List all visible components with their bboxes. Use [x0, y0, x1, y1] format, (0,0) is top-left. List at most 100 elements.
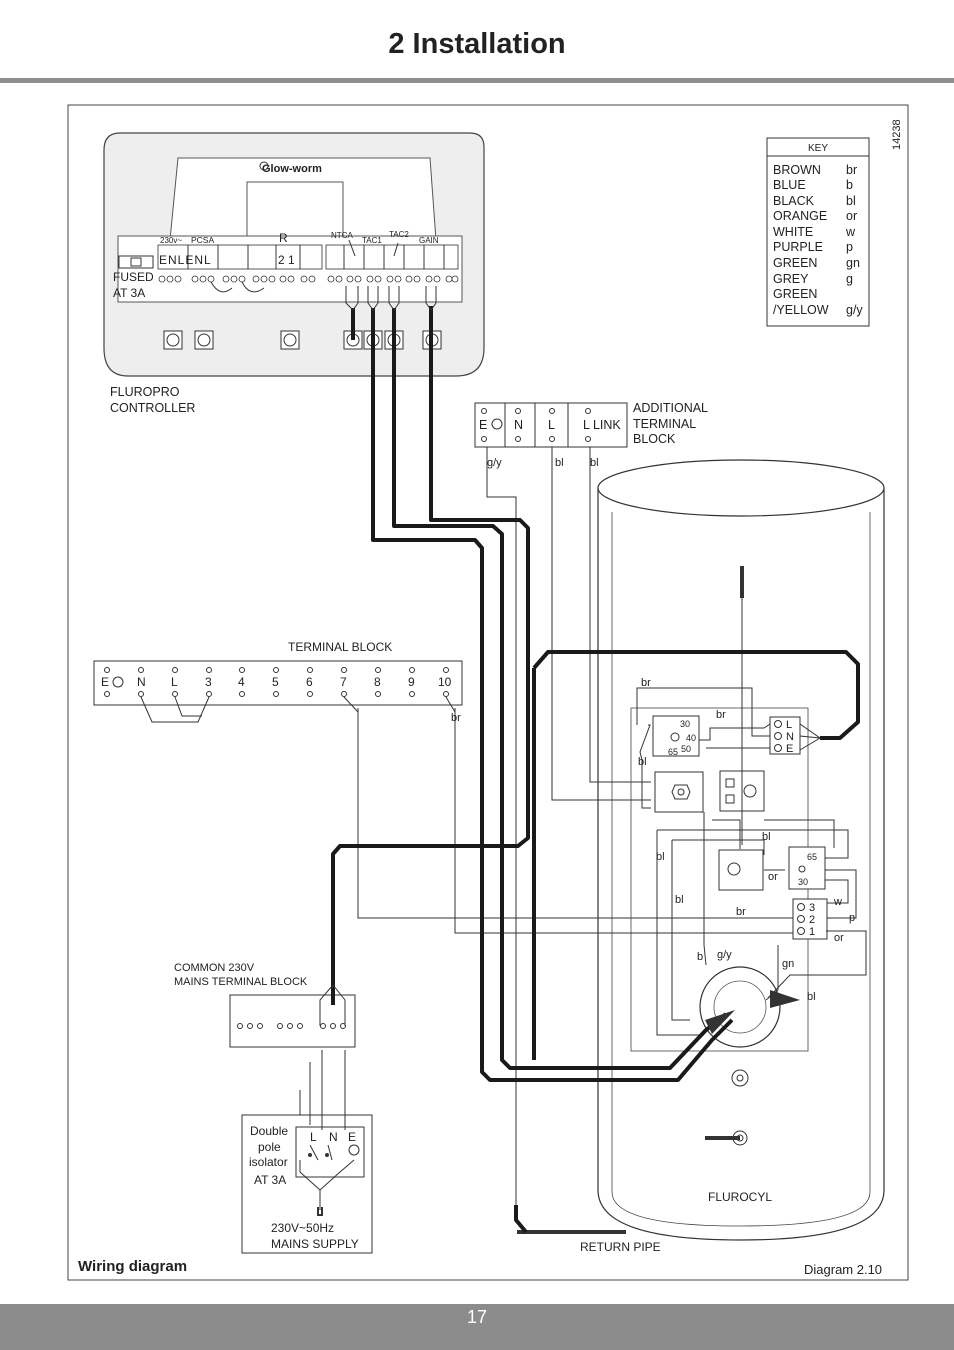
terminal-label: E [101, 675, 109, 689]
key-name: GREEN [773, 256, 817, 270]
terminal-label: L [171, 675, 178, 689]
key-name: PURPLE [773, 240, 823, 254]
glow-worm-logo-icon [259, 161, 269, 171]
mains-block-label: COMMON 230V [174, 962, 255, 974]
wire-label-bl-2: bl [590, 457, 599, 469]
glow-worm-logo: Glow-worm [262, 163, 322, 175]
controller-label: FLUROPRO [110, 385, 180, 399]
wire-label: br [716, 709, 726, 721]
supply-label: 230V~50Hz [271, 1221, 334, 1235]
add-term-n: N [514, 418, 523, 432]
t2-65: 65 [807, 852, 817, 862]
isolator-l: L [310, 1130, 317, 1144]
wire-label: bl [638, 756, 647, 768]
earth-icon [491, 418, 503, 430]
fused-rating: AT 3A [113, 286, 145, 300]
t1-50: 50 [681, 744, 691, 754]
key-name: BLUE [773, 178, 806, 192]
wires-heavy [331, 306, 860, 1234]
isolator-label: Double [250, 1124, 288, 1138]
diagram-number: Diagram 2.10 [804, 1262, 882, 1277]
terminal-block-label: TERMINAL BLOCK [288, 640, 392, 654]
t1-30: 30 [680, 719, 690, 729]
key-name: BROWN [773, 163, 821, 177]
isolator-rating: AT 3A [254, 1173, 286, 1187]
key-code: w [845, 225, 856, 239]
wire-label: or [834, 932, 844, 944]
wire-label: br [736, 906, 746, 918]
wire-label-gy: g/y [487, 457, 502, 469]
label-ntca: NTCA [331, 231, 353, 240]
t3-3: 3 [809, 902, 815, 914]
terminal-label: 7 [340, 675, 347, 689]
key-title: KEY [808, 143, 828, 154]
lne-n: N [786, 731, 794, 743]
label-230v: 230v~ [160, 236, 182, 245]
terminal-label: N [137, 675, 146, 689]
key-code: p [846, 240, 853, 254]
earth-icon [112, 676, 124, 688]
controller-terminal-letters: ENLENL [159, 253, 212, 267]
key-name: WHITE [773, 225, 813, 239]
wire-label: b [697, 951, 703, 963]
t1-40: 40 [686, 733, 696, 743]
key-name: GREEN [773, 287, 817, 301]
mains-block-label-2: MAINS TERMINAL BLOCK [174, 976, 308, 988]
key-code: gn [846, 256, 860, 270]
fluropro-controller: Glow-worm FUSED AT 3A 230v~ PCSA R NTCA … [103, 132, 485, 377]
wire-label-bl: bl [555, 457, 564, 469]
lne-terminal [769, 716, 801, 755]
key-name: /YELLOW [773, 303, 829, 317]
return-pipe-label: RETURN PIPE [580, 1240, 661, 1254]
component-box [654, 771, 704, 813]
add-block-label: ADDITIONAL [633, 401, 708, 415]
terminal-label: 6 [306, 675, 313, 689]
wire-label-br: br [451, 712, 461, 724]
t1-65: 65 [668, 747, 678, 757]
wire-label: bl [675, 894, 684, 906]
figure-ref-number: 14238 [891, 119, 903, 150]
key-code: bl [846, 194, 856, 208]
component-box-3 [718, 849, 764, 891]
label-tac2: TAC2 [389, 230, 409, 239]
label-pcsa: PCSA [191, 235, 214, 245]
page-title: 2 Installation [388, 28, 566, 60]
controller-terminal-numbers: 2 1 [278, 253, 295, 267]
add-block-label-3: BLOCK [633, 432, 676, 446]
key-name: BLACK [773, 194, 815, 208]
thermostat-2 [788, 846, 826, 890]
lne-l: L [786, 719, 792, 731]
wire-label: g/y [717, 949, 732, 961]
wire-label: bl [807, 991, 816, 1003]
fuse-icon [118, 255, 154, 269]
terminal-label: 8 [374, 675, 381, 689]
terminal-label: 3 [205, 675, 212, 689]
label-r: R [279, 231, 288, 245]
header-rule [0, 78, 954, 83]
add-term-l-link: L LINK [583, 418, 621, 432]
terminal-label: 4 [238, 675, 245, 689]
thermostat-1 [652, 715, 700, 757]
supply-label-2: MAINS SUPPLY [271, 1237, 359, 1251]
key-code: b [846, 178, 853, 192]
wire-label: bl [762, 831, 771, 843]
label-gain: GAIN [419, 236, 439, 245]
wire-label: br [641, 677, 651, 689]
lne-e: E [786, 743, 793, 755]
terminal-label: 5 [272, 675, 279, 689]
isolator-e: E [348, 1130, 356, 1144]
isolator-label-2: pole [258, 1140, 281, 1154]
terminal-label: 9 [408, 675, 415, 689]
wire-label: w [833, 896, 842, 908]
add-block-label-2: TERMINAL [633, 417, 696, 431]
add-term-l: L [548, 418, 555, 432]
wire-label: p [849, 912, 855, 924]
key-name: GREY [773, 272, 809, 286]
double-pole-isolator [241, 1114, 373, 1254]
isolator-n: N [329, 1130, 338, 1144]
label-tac1: TAC1 [362, 236, 382, 245]
key-name: ORANGE [773, 209, 827, 223]
isolator-label-3: isolator [249, 1155, 288, 1169]
page-number: 17 [466, 1307, 488, 1327]
